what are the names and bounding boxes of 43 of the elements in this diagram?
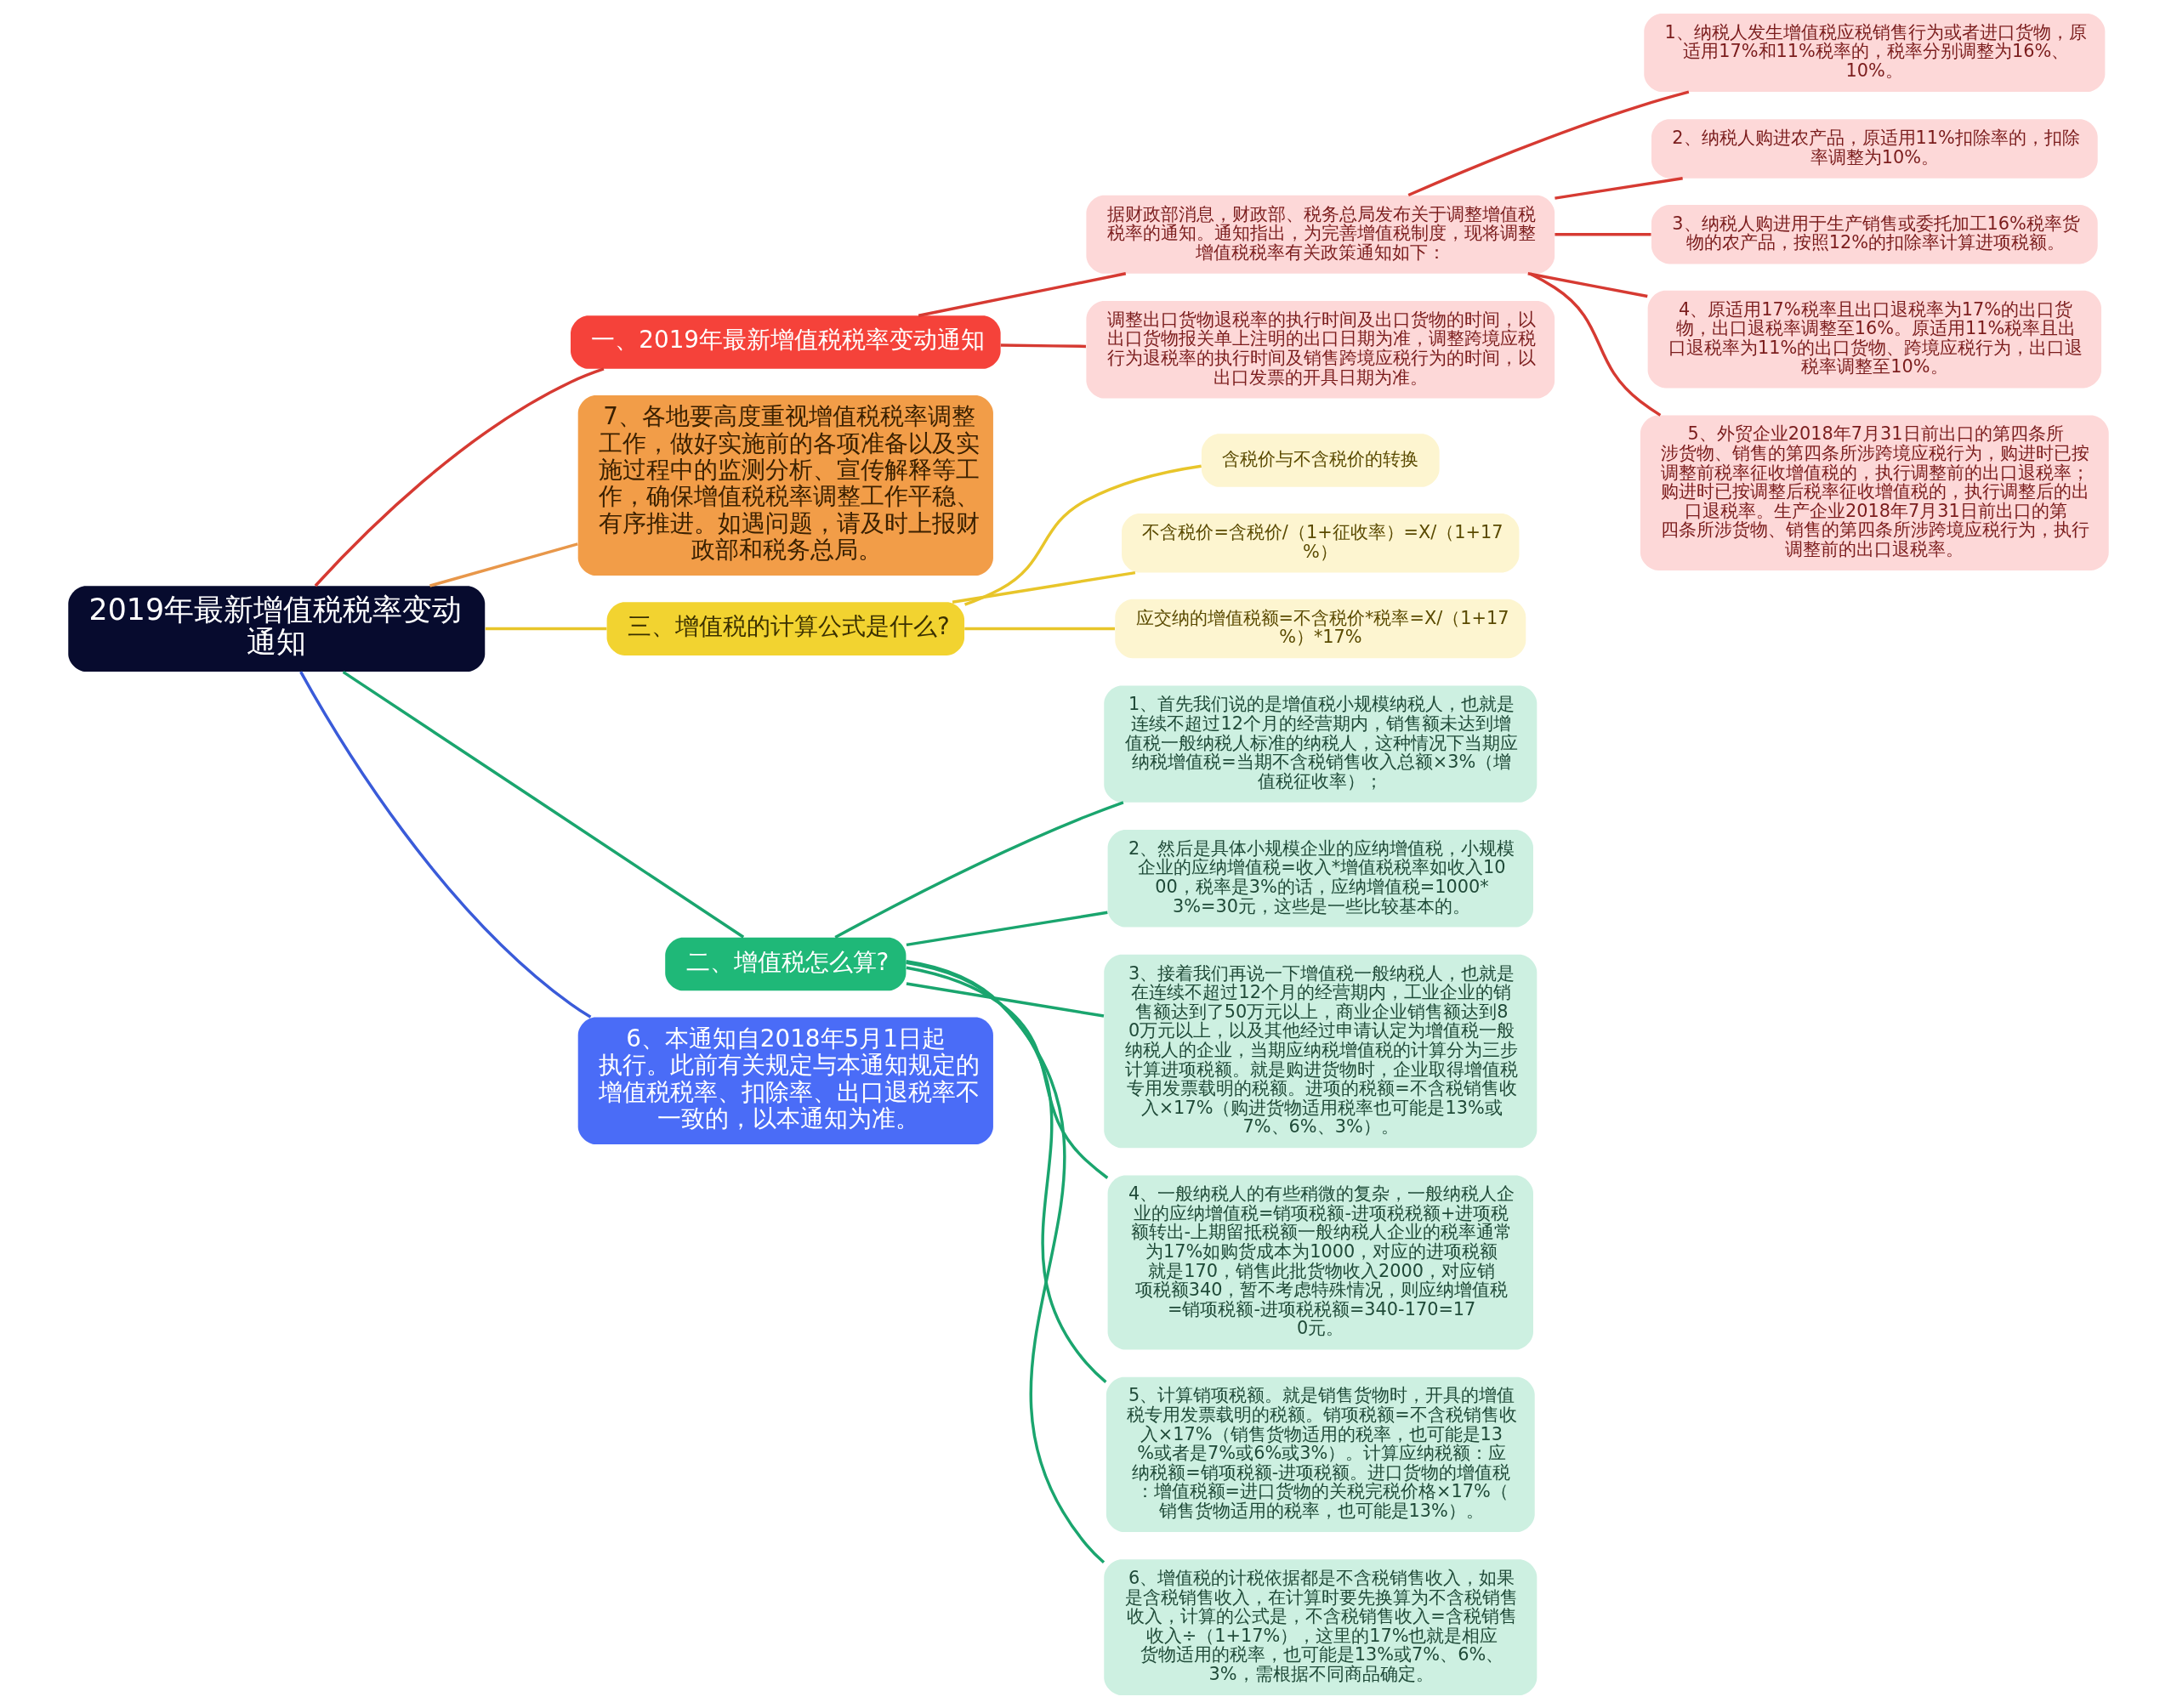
node-box: 5、计算销项税额。就是销售货物时，开具的增值税专用发票载明的税额。销项税额=不含税销售收入×17%（销售货物适用的税率，也可能是13%或者是7%或6%或3%）。计算应纳税额：应纳税额=销项税额-进项税额。进口货物的增值税：增值税额=进口货物的关税完税价格×17%（销售货物适用的税率，也可能是13%）。 xyxy=(1106,1376,1535,1532)
connector xyxy=(906,981,1105,1018)
node-box: 6、本通知自2018年5月1日起执行。此前有关规定与本通知规定的增值税税率、扣除率、出口退税率不一致的，以本通知为准。 xyxy=(577,1017,993,1144)
connector xyxy=(314,366,605,587)
connector xyxy=(1407,90,1690,196)
node-box: 4、原适用17%税率且出口退税率为17%的出口货物，出口退税率调整至16%。原适用11%税率且出口退税率为11%的出口货物、跨境应税行为，出口退税率调整至10%。 xyxy=(1647,290,2102,388)
connector xyxy=(299,670,592,1019)
node-box: 6、增值税的计税依据都是不含税销售收入，如果是含税销售收入，在计算时要先换算为不含税销售收入，计算的公式是，不含税销售收入=含税销售收入÷（1+17%），这里的17%也就是相应货物适用的税率，也可能是13%或7%、6%、3%，需根据不同商品确定。 xyxy=(1104,1558,1538,1695)
node-box: 应交纳的增值税额=不含税价*税率=X/（1+17%）*17% xyxy=(1115,599,1526,658)
connector xyxy=(485,627,607,630)
connector xyxy=(906,966,1109,1179)
connector xyxy=(834,800,1124,939)
node-box: 1、首先我们说的是增值税小规模纳税人，也就是连续不超过12个月的经营期内，销售额未达到增值税一般纳税人标准的纳税人，这种情况下当期应纳税增值税=当期不含税销售收入总额×3%（增值税征收率）； xyxy=(1104,685,1538,803)
node-box: 调整出口货物退税率的执行时间及出口货物的时间，以出口货物报关单上注明的出口日期为准，调整跨境应税行为退税率的执行时间及销售跨境应税行为的时间，以出口发票的开具日期为准。 xyxy=(1086,300,1555,399)
connector xyxy=(1000,343,1086,348)
connector xyxy=(1555,176,1683,200)
connector xyxy=(964,627,1115,630)
node-box: 2019年最新增值税税率变动通知 xyxy=(68,585,486,672)
connector xyxy=(918,271,1127,317)
connector xyxy=(1529,271,1662,417)
node-box: 3、接着我们再说一下增值税一般纳税人，也就是在连续不超过12个月的经营期内，工业企业的销售额达到了50万元以上，商业企业销售额达到80万元以上，以及其他经过申请认定为增值税一般纳税人的企业，当期应纳税增值税的计算分为三步计算进项税额。就是购进货物时，企业取得增值税专用发票载明的税额。进项的税额=不含税销售收入×17%（购进货物适用税率也可能是13%或7%、6%、3%）。 xyxy=(1104,954,1538,1148)
connector xyxy=(1527,271,1648,298)
node-box: 3、纳税人购进用于生产销售或委托加工16%税率货物的农产品，按照12%的扣除率计算进项税额。 xyxy=(1651,204,2098,264)
node-box: 不含税价=含税价/（1+征收率）=X/（1+17%） xyxy=(1122,513,1520,573)
connector xyxy=(906,911,1108,946)
connector xyxy=(342,670,745,939)
node-box: 二、增值税怎么算? xyxy=(665,937,907,990)
node-box: 据财政部消息，财政部、税务总局发布关于调整增值税税率的通知。通知指出，为完善增值税制度，现将调整增值税税率有关政策通知如下： xyxy=(1086,195,1555,274)
node-box: 2、然后是具体小规模企业的应纳增值税，小规模企业的应纳增值税=收入*增值税税率如收入1000，税率是3%的话，应纳增值税=1000*3%=30元，这些是一些比较基本的。 xyxy=(1107,829,1533,928)
node-box: 5、外贸企业2018年7月31日前出口的第四条所涉货物、销售的第四条所涉跨境应税行为，购进时已按调整前税率征收增值税的，执行调整前的出口退税率；购进时已按调整后税率征收增值税的，执行调整后的出口退税率。生产企业2018年7月31日前出口的第四条所涉货物、销售的第四条所涉跨境应税行为，执行调整前的出口退税率。 xyxy=(1640,415,2109,570)
node-box: 三、增值税的计算公式是什么? xyxy=(606,601,965,655)
node-box: 2、纳税人购进农产品，原适用11%扣除率的，扣除率调整为10%。 xyxy=(1651,118,2098,179)
connector xyxy=(963,463,1202,606)
connector xyxy=(906,959,1106,1563)
connector xyxy=(952,570,1136,604)
node-box: 7、各地要高度重视增值税税率调整工作，做好实施前的各项准备以及实施过程中的监测分析、宣传解释等工作，确保增值税税率调整工作平稳、有序推进。如遇问题，请及时上报财政部和税务总局。 xyxy=(577,394,993,576)
connector xyxy=(429,542,578,587)
node-box: 含税价与不含税价的转换 xyxy=(1201,433,1440,487)
node-box: 4、一般纳税人的有些稍微的复杂，一般纳税人企业的应纳增值税=销项税额-进项税税额+进项税额转出-上期留抵税额一般纳税人企业的税率通常为17%如购货成本为1000，对应的进项税额就是170，销售此批货物收入2000，对应销项税额340，暂不考虑特殊情况，则应纳增值税=销项税额-进项税税额=340-170=170元。 xyxy=(1107,1174,1533,1349)
connector xyxy=(1555,232,1651,235)
connector xyxy=(906,961,1107,1383)
node-box: 一、2019年最新增值税税率变动通知 xyxy=(571,315,1001,369)
node-box: 1、纳税人发生增值税应税销售行为或者进口货物，原适用17%和11%税率的，税率分别调整为16%、10%。 xyxy=(1644,13,2106,92)
